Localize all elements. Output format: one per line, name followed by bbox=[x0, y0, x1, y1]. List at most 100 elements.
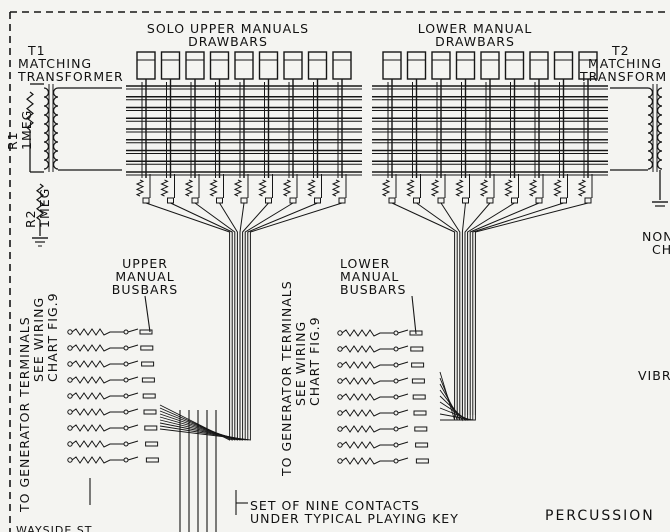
drawbar-upper-7 bbox=[283, 51, 303, 80]
busbar-terminal-upper-9 bbox=[67, 457, 73, 463]
lower-manual-busbars-label: LOWER MANUAL BUSBARS bbox=[340, 256, 407, 297]
drawbar-lower-7 bbox=[529, 51, 549, 80]
cable-wire-lower-2 bbox=[416, 202, 458, 415]
cable-wire-lower-8 bbox=[472, 202, 564, 415]
busbar-resistor-lower-3 bbox=[341, 361, 394, 369]
drawbar-lower-1 bbox=[382, 51, 402, 80]
busbar-contact-lower-1 bbox=[397, 329, 409, 334]
cable-wire-lower-3 bbox=[440, 202, 461, 415]
busbar-terminal-upper-8 bbox=[67, 441, 73, 447]
upper-manual-busbars-label: UPPER MANUAL BUSBARS bbox=[111, 256, 179, 297]
busbar-terminal-upper-4 bbox=[67, 377, 73, 383]
busbar-terminal-upper-5 bbox=[67, 393, 73, 399]
drawbar-resistor-upper-7 bbox=[282, 179, 292, 197]
upper-fanout-3 bbox=[159, 410, 236, 441]
busbar-contact-upper-9 bbox=[127, 456, 139, 461]
percussion-label: PERCUSSION bbox=[545, 508, 655, 524]
busbar-node-upper-6 bbox=[123, 409, 129, 415]
cable-wire-upper-1 bbox=[145, 202, 231, 430]
busbar-bar-upper-5 bbox=[142, 393, 156, 399]
drawbar-terminal-lower-5 bbox=[486, 197, 494, 204]
upper-fanout-9 bbox=[159, 428, 251, 441]
busbar-terminal-lower-1 bbox=[337, 330, 343, 336]
t1-transformer-label: T1 MATCHING TRANSFORMER bbox=[18, 43, 124, 84]
busbar-node-upper-3 bbox=[123, 361, 129, 367]
drawbar-terminal-lower-2 bbox=[413, 197, 420, 204]
busbar-bar-upper-3 bbox=[141, 361, 155, 367]
drawbar-lower-8 bbox=[553, 51, 574, 80]
vibr-label: VIBR bbox=[638, 368, 670, 383]
drawbar-resistor-upper-6 bbox=[258, 179, 267, 197]
busbar-contact-upper-7 bbox=[127, 424, 139, 429]
drawbar-terminal-upper-5 bbox=[240, 197, 248, 204]
cable-wire-lower-4 bbox=[461, 202, 466, 415]
drawbar-resistor-lower-4 bbox=[455, 179, 464, 197]
cable-wire-lower-9 bbox=[474, 202, 589, 415]
drawbar-upper-8 bbox=[307, 51, 328, 80]
t1-transformer-coil-1 bbox=[43, 87, 50, 170]
drawbar-upper-1 bbox=[136, 51, 156, 80]
drawbar-lower-3 bbox=[431, 51, 451, 80]
busbar-bar-upper-1 bbox=[139, 329, 153, 335]
cable-wire-upper-9 bbox=[249, 202, 343, 430]
t2-transformer-coil-1 bbox=[647, 87, 654, 170]
drawbar-terminal-upper-9 bbox=[338, 197, 346, 204]
busbar-resistor-upper-5 bbox=[71, 392, 124, 400]
busbar-terminal-lower-4 bbox=[337, 378, 343, 384]
busbar-node-upper-8 bbox=[123, 441, 129, 447]
r1-resistor-label: R1 1MEG bbox=[5, 109, 34, 150]
busbar-resistor-lower-7 bbox=[341, 425, 394, 433]
busbar-bar-lower-5 bbox=[412, 394, 426, 400]
cable-wire-upper-3 bbox=[194, 202, 236, 430]
drawbar-upper-3 bbox=[185, 51, 205, 80]
busbar-terminal-upper-2 bbox=[67, 345, 73, 351]
drawbar-terminal-lower-3 bbox=[437, 197, 445, 204]
busbar-terminal-lower-8 bbox=[337, 442, 343, 448]
busbar-bar-lower-6 bbox=[413, 410, 427, 416]
upper-busbars-pointer bbox=[144, 295, 151, 333]
drawbar-terminal-lower-1 bbox=[388, 197, 396, 204]
busbar-node-upper-1 bbox=[123, 329, 129, 335]
busbar-contact-upper-3 bbox=[127, 360, 139, 365]
drawbar-terminal-upper-3 bbox=[191, 197, 199, 204]
busbar-resistor-lower-1 bbox=[341, 329, 394, 337]
drawbar-resistor-lower-9 bbox=[577, 179, 587, 197]
busbar-node-lower-7 bbox=[393, 426, 399, 432]
cable-wire-lower-5 bbox=[464, 202, 491, 415]
busbar-resistor-upper-9 bbox=[71, 456, 124, 464]
busbar-node-lower-9 bbox=[393, 458, 399, 464]
busbar-bar-upper-7 bbox=[144, 425, 158, 431]
drawbar-terminal-lower-7 bbox=[535, 197, 543, 204]
busbar-resistor-upper-3 bbox=[71, 360, 124, 368]
drawbar-resistor-lower-5 bbox=[479, 179, 489, 197]
drawbar-resistor-lower-2 bbox=[406, 179, 415, 197]
drawbar-terminal-lower-8 bbox=[560, 197, 567, 204]
drawbar-upper-5 bbox=[234, 51, 254, 80]
busbar-contact-upper-8 bbox=[127, 440, 139, 445]
drawbar-terminal-upper-7 bbox=[289, 197, 297, 204]
busbar-terminal-upper-7 bbox=[67, 425, 73, 431]
drawbar-resistor-lower-3 bbox=[430, 179, 440, 197]
drawbar-resistor-upper-5 bbox=[233, 179, 243, 197]
t2-transformer-coil-2 bbox=[656, 87, 663, 170]
cable-wire-upper-4 bbox=[219, 202, 238, 430]
drawbar-resistor-upper-9 bbox=[331, 179, 341, 197]
busbar-contact-upper-6 bbox=[127, 408, 139, 413]
drawbar-resistor-lower-1 bbox=[381, 179, 391, 197]
busbar-resistor-lower-8 bbox=[341, 441, 394, 449]
busbar-terminal-lower-7 bbox=[337, 426, 343, 432]
busbar-contact-lower-7 bbox=[397, 425, 409, 430]
busbar-bar-upper-4 bbox=[141, 377, 155, 383]
drawbar-terminal-lower-4 bbox=[462, 197, 469, 204]
drawbar-upper-6 bbox=[258, 51, 279, 80]
busbar-bar-lower-7 bbox=[414, 426, 428, 432]
busbar-contact-lower-3 bbox=[397, 361, 409, 366]
solo-upper-drawbars-heading: SOLO UPPER MANUALS DRAWBARS bbox=[146, 21, 310, 49]
r2-resistor-label: R2 1MEG bbox=[23, 187, 52, 228]
lower-fanout-9 bbox=[440, 415, 476, 421]
busbar-terminal-upper-6 bbox=[67, 409, 73, 415]
busbar-contact-upper-5 bbox=[127, 392, 139, 397]
busbar-contact-lower-9 bbox=[397, 457, 409, 462]
busbar-contact-lower-2 bbox=[397, 345, 409, 350]
